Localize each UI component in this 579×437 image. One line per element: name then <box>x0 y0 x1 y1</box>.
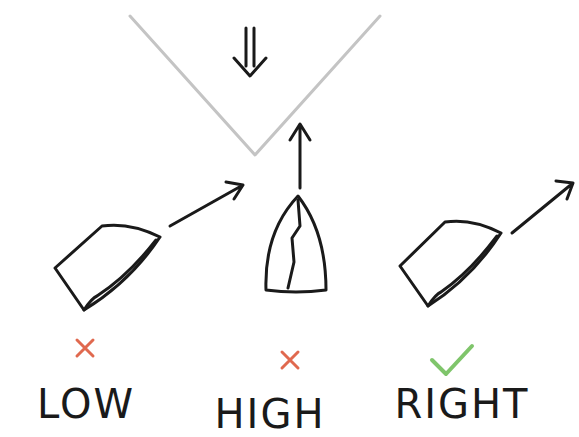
boat-label: LOW <box>37 384 135 424</box>
boat-label: HIGH <box>215 394 326 434</box>
boat-label: RIGHT <box>394 384 529 424</box>
cross-mark <box>77 340 93 356</box>
right-boat <box>400 181 573 306</box>
check-mark <box>432 346 472 374</box>
cross-mark <box>282 352 298 368</box>
wind-arrow <box>234 28 266 76</box>
mark-lines <box>130 16 380 155</box>
high-boat <box>266 124 326 292</box>
low-boat <box>55 182 243 310</box>
